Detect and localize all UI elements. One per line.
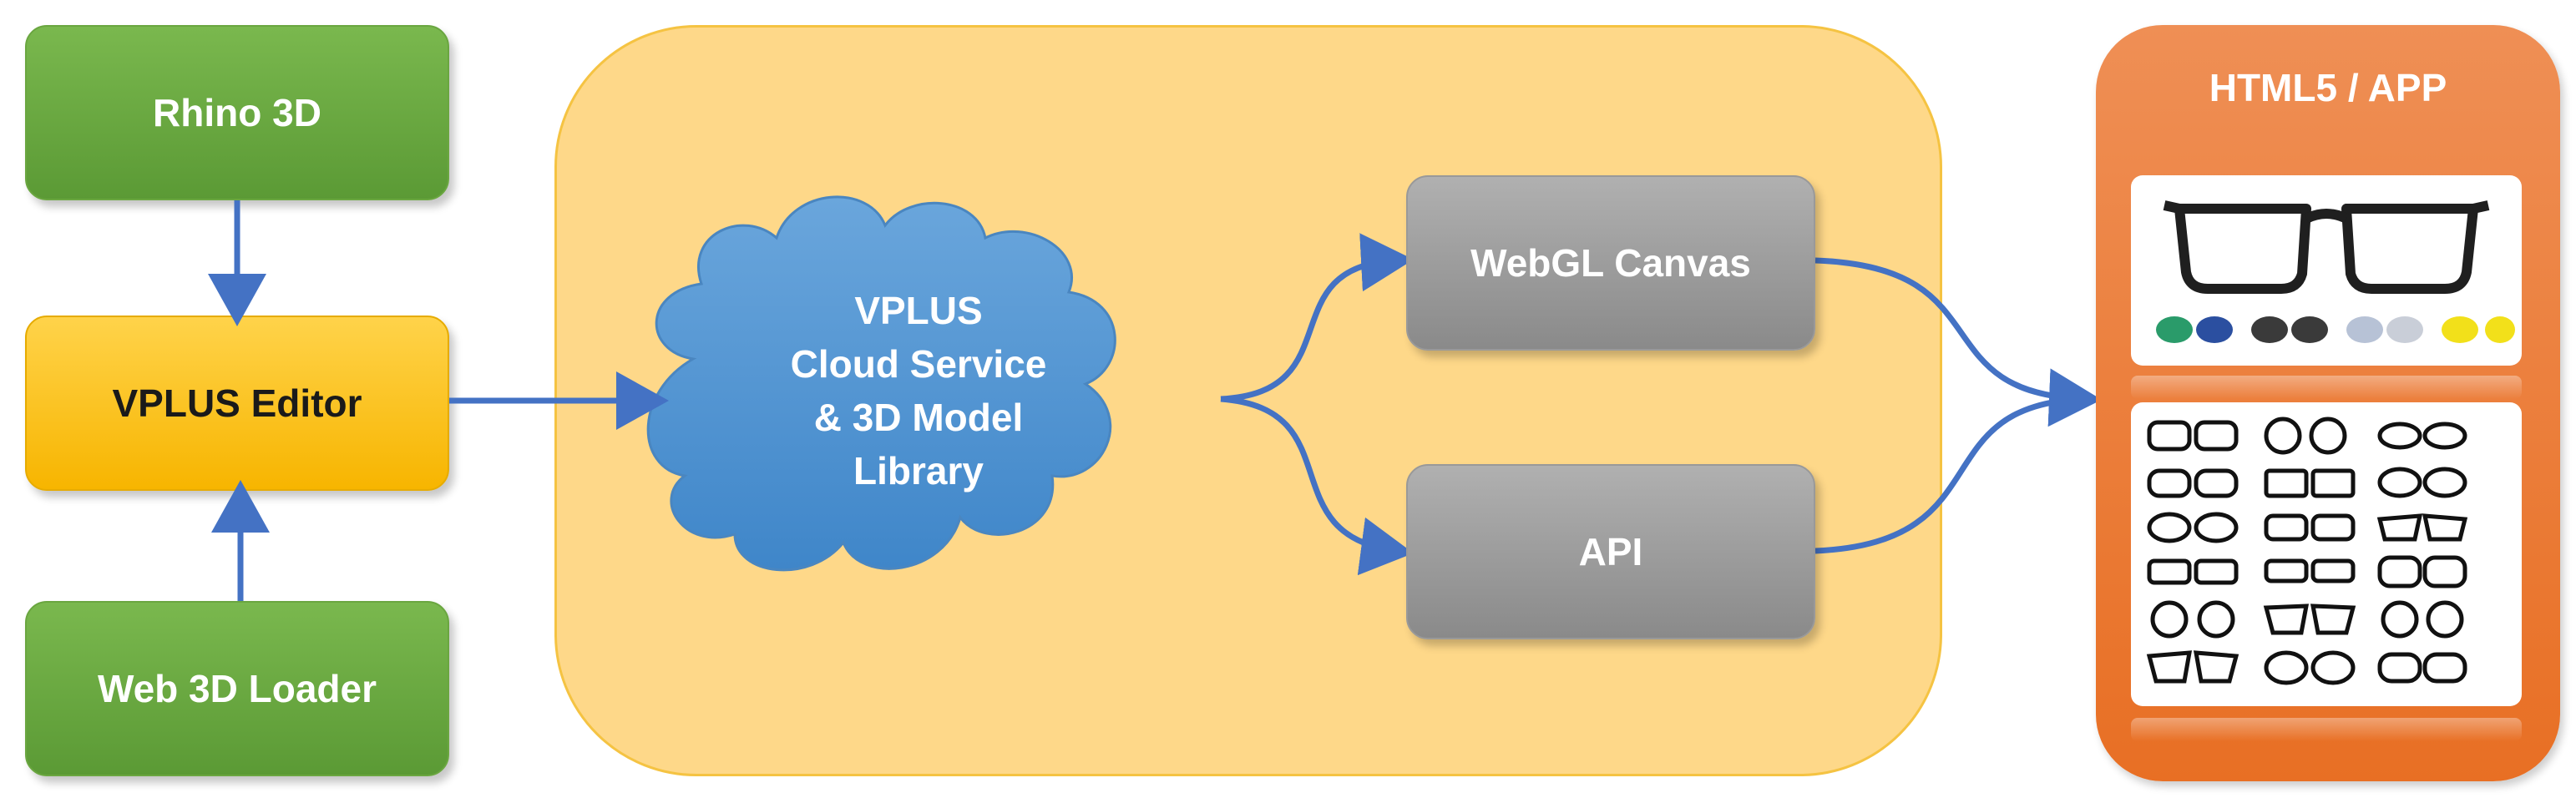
- glasses-preview-card: [2131, 175, 2522, 366]
- api-label: API: [1578, 530, 1643, 573]
- arrow-webgl-to-client: [1814, 257, 2102, 427]
- vplus-editor-box: VPLUS Editor: [25, 316, 449, 491]
- scroll-strip-bottom: [2131, 718, 2522, 741]
- api-box: API: [1406, 464, 1815, 639]
- glasses-preview-image: [2156, 200, 2515, 343]
- html5-app-panel: HTML5 / APP: [2096, 25, 2560, 781]
- rhino-3d-box: Rhino 3D: [25, 25, 449, 200]
- arrow-cloud-to-api: [1220, 396, 1414, 576]
- web-3d-loader-box: Web 3D Loader: [25, 601, 449, 776]
- glasses-catalog-card: [2131, 402, 2522, 706]
- cloud-shape: [646, 195, 1116, 572]
- web-3d-loader-label: Web 3D Loader: [98, 667, 377, 710]
- cloud-line-1: VPLUS: [854, 289, 983, 332]
- glasses-catalog-grid: [2146, 417, 2468, 685]
- cloud-line-3: & 3D Model: [813, 396, 1024, 439]
- lens-swatches: [2156, 316, 2515, 343]
- arrow-cloud-to-webgl: [1220, 233, 1414, 402]
- scroll-strip: [2131, 376, 2522, 399]
- arrow-api-to-client: [1814, 396, 2085, 554]
- webgl-canvas-box: WebGL Canvas: [1406, 175, 1815, 351]
- webgl-canvas-label: WebGL Canvas: [1470, 241, 1751, 285]
- rhino-3d-label: Rhino 3D: [153, 91, 321, 134]
- cloud-line-2: Cloud Service: [790, 342, 1047, 386]
- cloud-line-4: Library: [853, 449, 984, 492]
- cloud-service-label: VPLUS Cloud Service & 3D Model Library: [710, 284, 1127, 497]
- html5-app-title: HTML5 / APP: [2209, 66, 2447, 109]
- vplus-editor-label: VPLUS Editor: [112, 381, 362, 425]
